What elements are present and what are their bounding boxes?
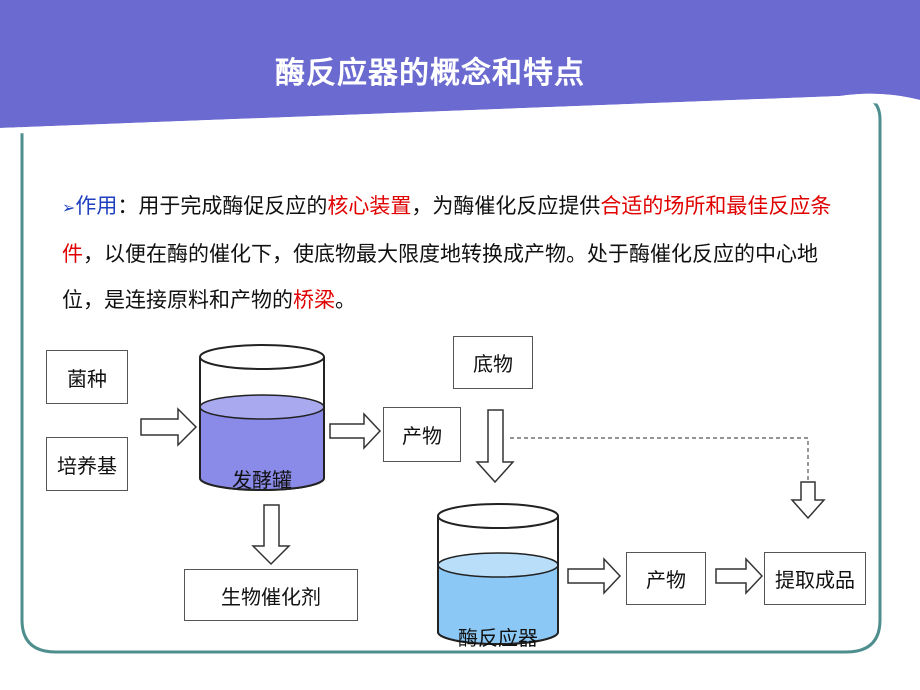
intro-text-1: 用于完成酶促反应的 — [138, 194, 328, 218]
intro-label: 作用 — [75, 194, 118, 218]
final-product-box: 提取成品 — [764, 552, 866, 605]
product-box-1: 产物 — [383, 407, 461, 462]
intro-text-2: ，为酶催化反应提供 — [411, 194, 601, 218]
bullet-arrow-icon: ➢ — [62, 198, 76, 217]
enzyme-reactor-tank — [437, 503, 559, 645]
fermenter-label: 发酵罐 — [232, 468, 292, 492]
arrow-reactor-to-product — [567, 557, 622, 595]
product-box-2: 产物 — [626, 552, 706, 605]
fermenter-tank — [199, 344, 325, 491]
highlight-core-device: 核心装置 — [327, 194, 412, 218]
final-product-label: 提取成品 — [775, 568, 855, 592]
medium-box: 培养基 — [46, 437, 128, 491]
frame-border — [20, 94, 882, 654]
banner-lower-curve — [0, 93, 920, 134]
substrate-box: 底物 — [453, 336, 533, 389]
substrate-label: 底物 — [473, 352, 513, 376]
arrow-fermenter-to-biocatalyst — [251, 504, 291, 566]
biocatalyst-box: 生物催化剂 — [184, 569, 358, 621]
strain-box: 菌种 — [46, 350, 128, 404]
dashed-connector — [510, 437, 809, 480]
arrow-inputs-to-fermenter — [140, 407, 198, 447]
intro-text-3: ，以便在酶的催化下，使底物最大限度地转换成产物。处于酶催化反应的中心地位，是连接… — [62, 242, 818, 312]
intro-text-4: 。 — [335, 288, 356, 312]
intro-paragraph: ➢作用：用于完成酶促反应的核心装置，为酶催化反应提供合适的场所和最佳反应条件，以… — [62, 183, 832, 323]
product-label-2: 产物 — [646, 568, 686, 592]
medium-label: 培养基 — [57, 453, 117, 478]
highlight-suitable-conditions: 合适的场所和最佳反应条件 — [62, 194, 832, 266]
arrow-substrate-to-reactor — [475, 409, 515, 484]
highlight-bridge: 桥梁 — [293, 288, 335, 312]
arrow-substrate-to-final — [790, 481, 826, 520]
enzyme-reactor-label: 酶反应器 — [458, 626, 538, 650]
biocatalyst-label: 生物催化剂 — [221, 584, 321, 609]
title-banner — [0, 0, 920, 128]
arrow-fermenter-to-product — [329, 412, 382, 450]
arrow-product-to-final — [715, 557, 764, 595]
intro-colon: ： — [117, 194, 139, 218]
slide-title: 酶反应器的概念和特点 — [275, 56, 585, 91]
strain-label: 菌种 — [67, 366, 107, 391]
product-label-1: 产物 — [402, 424, 442, 448]
